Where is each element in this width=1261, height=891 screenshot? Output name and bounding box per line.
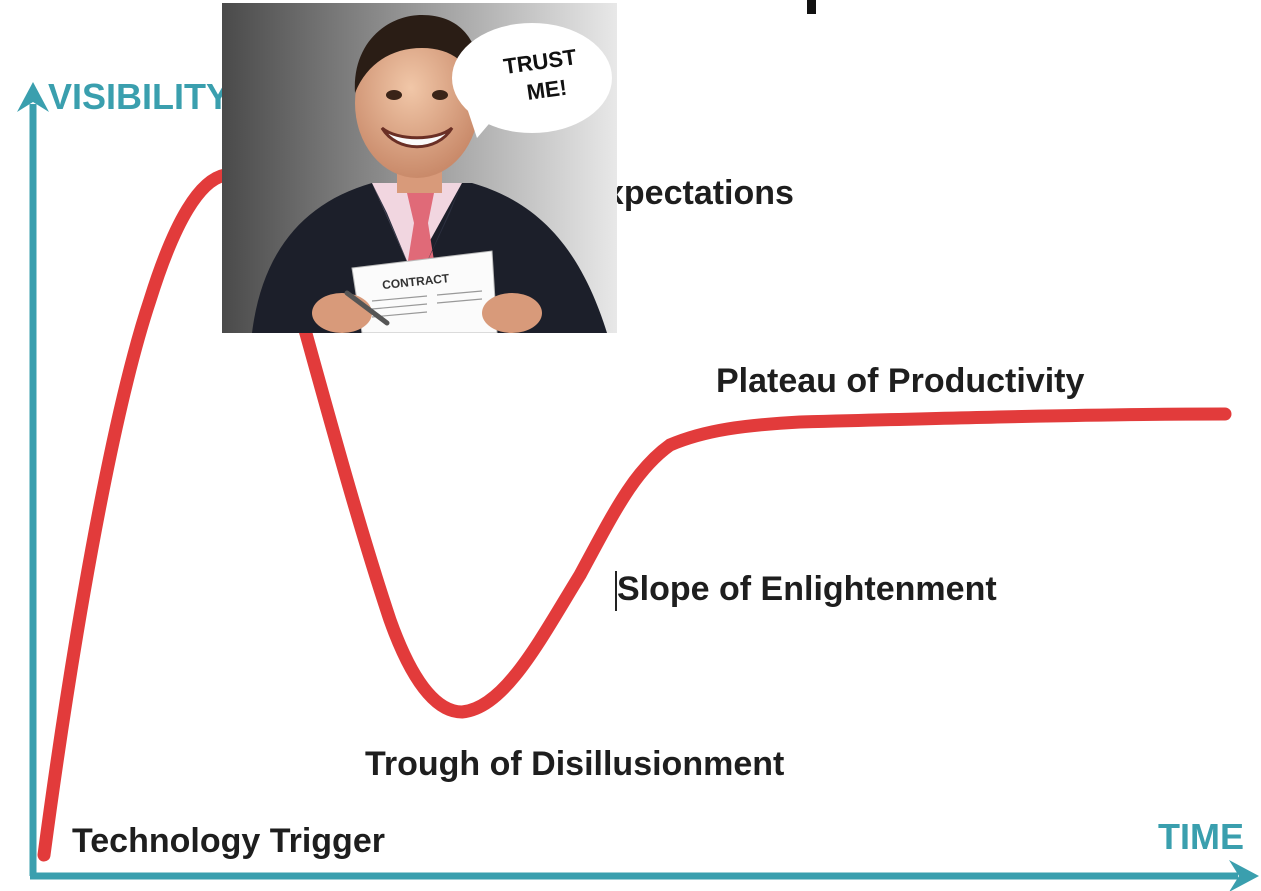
speech-bubble-line2: ME! [525,75,568,105]
y-axis-label: VISIBILITY [48,76,230,117]
x-axis-arrowhead [1229,860,1259,891]
label-peak-expectations: xpectations [605,174,794,212]
label-trough-of-disillusionment: Trough of Disillusionment [365,745,784,783]
text-cursor [615,571,617,611]
label-slope-of-enlightenment: Slope of Enlightenment [617,570,997,608]
hype-curve [37,168,1232,862]
title-fragment [807,0,816,14]
salesman-photo: TRUST ME! CONTRACT [222,3,617,333]
x-axis-label: TIME [1158,816,1244,857]
label-technology-trigger: Technology Trigger [72,822,385,860]
y-axis-arrowhead [17,82,49,112]
label-plateau-of-productivity: Plateau of Productivity [716,362,1084,400]
